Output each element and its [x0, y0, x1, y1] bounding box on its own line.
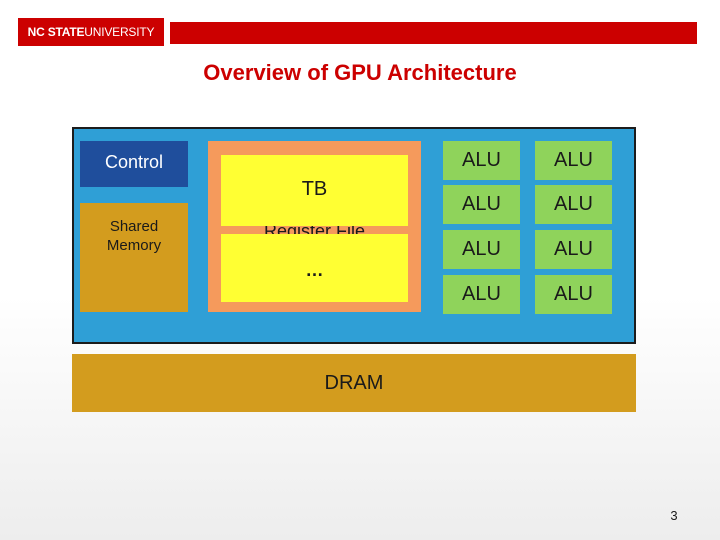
university-logo: NC STATEUNIVERSITY: [18, 18, 164, 46]
alu-cell: ALU: [535, 141, 612, 180]
alu-cell: ALU: [443, 275, 520, 314]
alu-cell: ALU: [443, 230, 520, 269]
control-label: Control: [104, 152, 164, 172]
alu-cell: ALU: [443, 141, 520, 180]
register-file-clip: Register File: [221, 226, 408, 234]
alu-cell: ALU: [443, 185, 520, 224]
header-red-bar: [170, 22, 697, 44]
alu-cell: ALU: [535, 185, 612, 224]
shared-memory-line2: Memory: [106, 237, 162, 254]
register-file-label: Register File: [221, 226, 408, 234]
logo-secondary: UNIVERSITY: [84, 25, 155, 39]
thread-block-inner-top: [221, 155, 408, 226]
shared-memory-block: [80, 203, 188, 312]
alu-cell: ALU: [535, 230, 612, 269]
alu-cell: ALU: [535, 275, 612, 314]
slide-title: Overview of GPU Architecture: [203, 60, 517, 85]
control-block: [80, 141, 188, 187]
dram-label: DRAM: [324, 372, 384, 394]
dram-block: [72, 354, 636, 412]
thread-block-inner-bottom: [221, 234, 408, 302]
page-number: 3: [670, 508, 678, 523]
shared-memory-line1: Shared: [109, 218, 159, 235]
shared-memory-label: Shared Memory: [80, 217, 188, 255]
thread-block-label: TB: [301, 178, 328, 200]
ellipsis-label: …: [305, 260, 324, 280]
logo-primary: NC STATE: [27, 25, 85, 39]
logo-background: [18, 18, 164, 46]
